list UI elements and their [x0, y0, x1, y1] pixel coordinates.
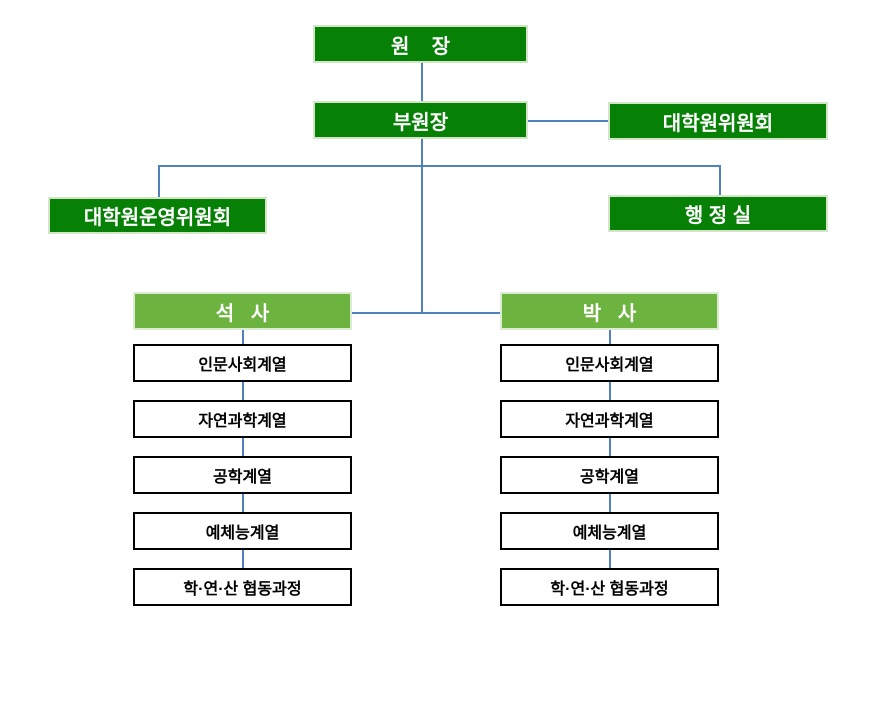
- node-masters: 석 사: [133, 292, 352, 330]
- node-masters-track: 자연과학계열: [133, 400, 352, 438]
- connector-line: [609, 550, 611, 568]
- node-doctoral-track: 인문사회계열: [500, 344, 719, 382]
- connector-line: [158, 165, 720, 167]
- connector-line: [242, 330, 244, 344]
- connector-line: [242, 382, 244, 400]
- connector-line: [421, 139, 423, 313]
- connector-line: [352, 312, 500, 314]
- node-doctoral-track: 학·연·산 협동과정: [500, 568, 719, 606]
- connector-line: [528, 120, 608, 122]
- node-masters-track: 인문사회계열: [133, 344, 352, 382]
- connector-line: [609, 382, 611, 400]
- node-vice-director: 부원장: [313, 101, 528, 139]
- connector-line: [242, 438, 244, 456]
- node-masters-track: 예체능계열: [133, 512, 352, 550]
- node-doctoral-track: 자연과학계열: [500, 400, 719, 438]
- connector-line: [242, 494, 244, 512]
- node-doctoral: 박 사: [500, 292, 719, 330]
- connector-line: [158, 165, 160, 197]
- node-doctoral-track: 공학계열: [500, 456, 719, 494]
- connector-line: [609, 438, 611, 456]
- connector-line: [421, 63, 423, 101]
- connector-line: [719, 165, 721, 195]
- connector-line: [242, 550, 244, 568]
- connector-line: [609, 330, 611, 344]
- node-masters-track: 학·연·산 협동과정: [133, 568, 352, 606]
- node-operating-committee: 대학원운영위원회: [48, 197, 267, 234]
- node-director: 원 장: [313, 25, 528, 63]
- node-doctoral-track: 예체능계열: [500, 512, 719, 550]
- node-masters-track: 공학계열: [133, 456, 352, 494]
- connector-line: [609, 494, 611, 512]
- node-admin-office: 행 정 실: [608, 195, 828, 232]
- node-graduate-committee: 대학원위원회: [608, 102, 828, 140]
